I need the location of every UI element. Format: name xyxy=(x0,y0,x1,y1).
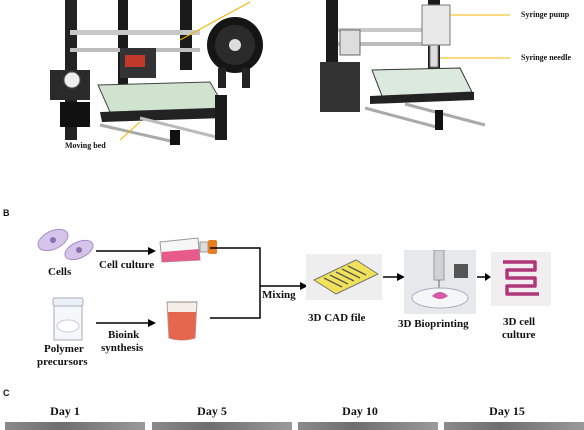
cell-culture-3d-photo xyxy=(491,252,551,306)
day-label-3: Day 10 xyxy=(342,404,378,418)
panel-b-letter: B xyxy=(3,208,10,218)
polymer-beaker-icon xyxy=(52,297,84,341)
bioprinting-label: 3D Bioprinting xyxy=(398,318,469,330)
micrograph-day-1 xyxy=(5,422,145,430)
bioink-label-line2: synthesis xyxy=(101,342,144,354)
label-syringe-pump: Syringe pump xyxy=(521,10,570,19)
bioink-beaker-icon xyxy=(166,301,198,341)
arrow-cells-to-flask xyxy=(96,247,156,255)
label-moving-bed: Moving bed xyxy=(65,141,106,150)
arrow-polymer-to-bioink xyxy=(96,319,156,327)
micrograph-day-5 xyxy=(152,422,292,430)
day-label-4: Day 15 xyxy=(489,404,525,418)
mixing-label: Mixing xyxy=(262,289,296,301)
printer-photo-left xyxy=(50,0,263,145)
culture-flask-icon xyxy=(159,237,217,263)
cad-file-label: 3D CAD file xyxy=(308,312,366,324)
mixing-merge-arrows xyxy=(210,247,308,319)
bioprinting-photo xyxy=(404,250,476,314)
polymer-label-line2: precursors xyxy=(37,356,88,368)
arrow-bioprinting-to-culture xyxy=(477,273,491,281)
printer-photo-right xyxy=(320,0,510,130)
cad-file-icon xyxy=(306,254,382,300)
micrograph-day-10 xyxy=(298,422,438,430)
micrograph-day-15 xyxy=(444,422,584,430)
polymer-label-line1: Polymer xyxy=(44,343,84,355)
cell-culture-label: Cell culture xyxy=(99,259,155,271)
panel-c-letter: C xyxy=(3,388,10,398)
day-label-1: Day 1 xyxy=(50,404,80,418)
culture-label-line1: 3D cell xyxy=(503,316,536,328)
label-syringe-needle: Syringe needle xyxy=(521,53,571,62)
cells-label: Cells xyxy=(48,266,72,278)
day-label-2: Day 5 xyxy=(197,404,227,418)
panel-a: Moving bed Syringe pump Syringe needle xyxy=(0,0,584,160)
cells-illustration xyxy=(37,228,94,261)
culture-label-line2: culture xyxy=(502,329,536,341)
arrow-cad-to-bioprinting xyxy=(383,273,405,281)
bioink-label-line1: Bioink xyxy=(108,329,140,341)
